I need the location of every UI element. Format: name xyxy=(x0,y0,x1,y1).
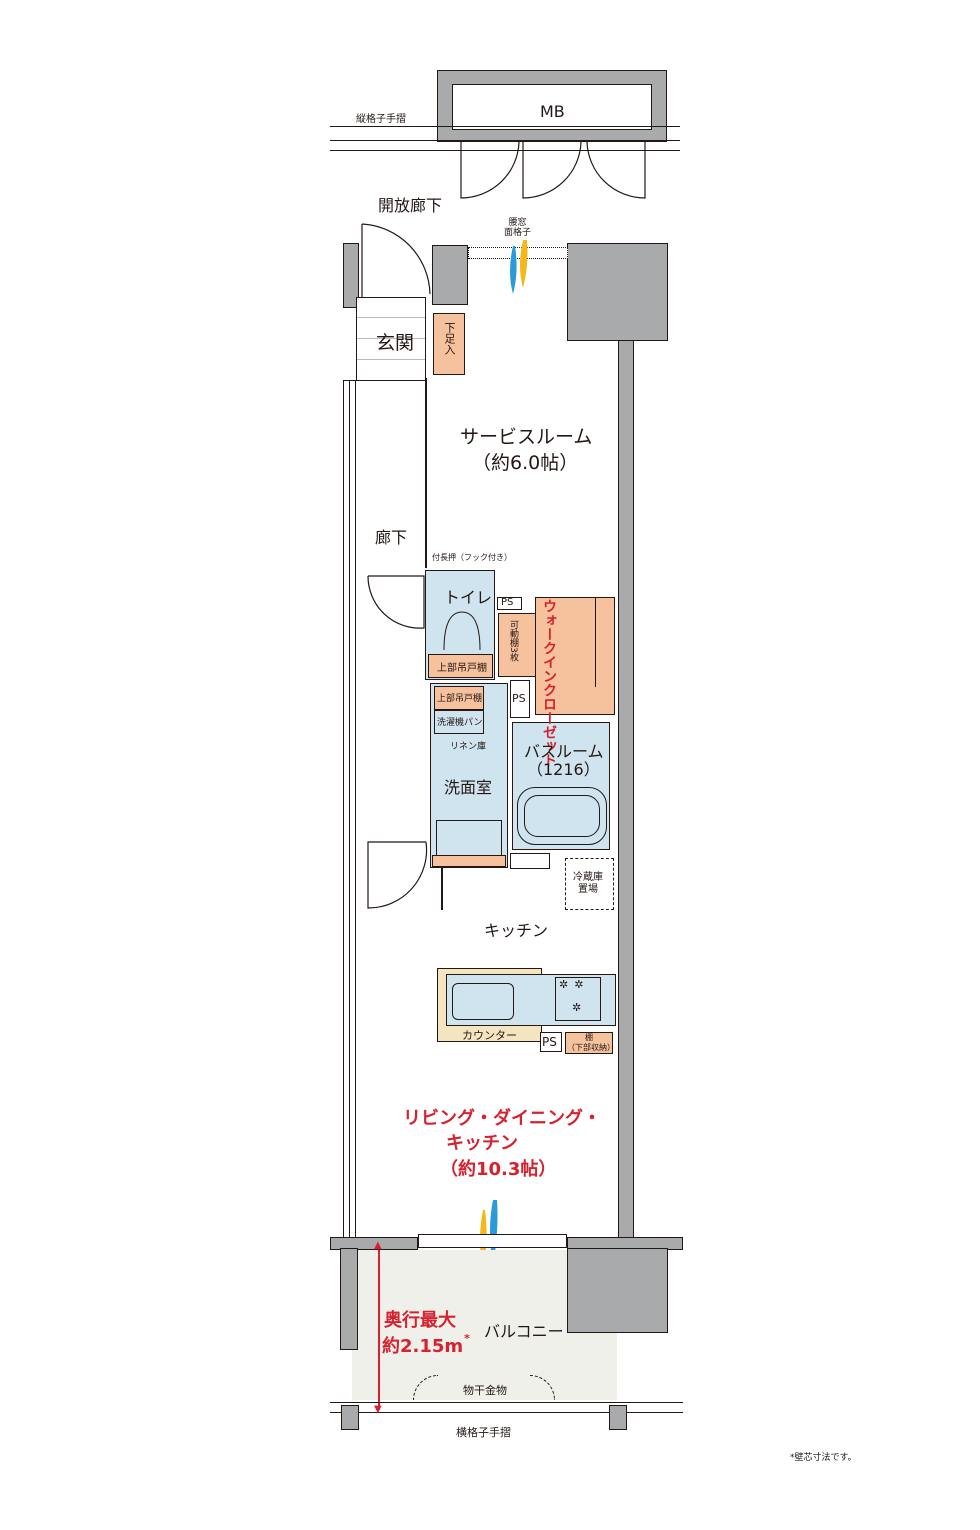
ps-label: PS xyxy=(501,597,514,608)
vertical-railing-label: 縦格子手摺 xyxy=(356,114,406,125)
shelf-line1: 棚 xyxy=(585,1033,593,1042)
waist-window-label: 腰窓 面格子 xyxy=(504,218,531,238)
toilet-label: トイレ xyxy=(444,588,493,607)
entrance-door[interactable] xyxy=(356,222,436,302)
stove-icon xyxy=(555,977,601,1021)
balcony-sash[interactable] xyxy=(418,1234,567,1248)
airflow-icon xyxy=(510,240,528,294)
closet-hook-label: 付長押（フック付き） xyxy=(432,553,512,562)
fridge-label: 冷蔵庫 置場 xyxy=(573,872,603,896)
mb-doors xyxy=(460,141,646,199)
fridge-space xyxy=(565,858,614,910)
entrance-floor xyxy=(356,297,426,381)
shoe-box-label: 下足入 xyxy=(443,322,456,355)
partition xyxy=(441,868,443,910)
bathroom-label: バスルーム xyxy=(524,742,604,761)
linen-label: リネン庫 xyxy=(450,742,487,752)
vanity xyxy=(432,855,506,867)
ldk-label-2: キッチン xyxy=(446,1133,518,1154)
waist-window[interactable] xyxy=(468,247,568,259)
window-line xyxy=(349,380,350,1238)
waist-window-line2: 面格子 xyxy=(504,228,532,238)
toilet-upper-cabinet-label: 上部吊戸棚 xyxy=(437,663,487,674)
fridge-line1: 冷蔵庫 xyxy=(573,872,603,883)
ps-label-2: PS xyxy=(512,692,526,705)
mb-label: MB xyxy=(540,102,565,121)
kitchen-label: キッチン xyxy=(484,921,549,940)
walk-in-closet xyxy=(535,597,615,715)
balcony-label: バルコニー xyxy=(484,1322,564,1341)
vanity-sink xyxy=(436,820,502,856)
hallway-label: 廊下 xyxy=(375,528,408,547)
post-right xyxy=(609,1405,627,1430)
walk-in-closet-label: ウォークインクローゼット xyxy=(541,599,557,767)
wall-top xyxy=(432,245,468,305)
arrow-head-down-icon: ▼ xyxy=(374,1404,382,1415)
bathtub-inner xyxy=(524,795,600,837)
bath-step xyxy=(510,853,550,869)
depth-label: 奥行最大 xyxy=(384,1310,456,1331)
depth-arrow xyxy=(378,1250,380,1410)
horizontal-railing-label: 横格子手摺 xyxy=(456,1426,511,1439)
wall xyxy=(330,1237,418,1250)
mb-box xyxy=(452,84,652,130)
service-room-label: サービスルーム xyxy=(460,426,593,448)
counter-label: カウンター xyxy=(462,1029,517,1042)
waist-window-line1: 腰窓 xyxy=(508,218,527,228)
railing-line xyxy=(330,1402,683,1403)
railing-line xyxy=(330,126,680,127)
toilet-bowl-icon xyxy=(443,611,481,651)
post-left xyxy=(341,1405,359,1430)
washroom-label: 洗面室 xyxy=(444,778,493,797)
bathroom-size: （1216） xyxy=(527,760,600,779)
ps-box-3 xyxy=(540,1032,562,1052)
burner-icon: ✲ xyxy=(572,1001,582,1014)
washroom-door[interactable] xyxy=(356,838,428,912)
bathtub xyxy=(517,787,607,845)
depth-asterisk: * xyxy=(464,1332,470,1345)
washroom xyxy=(430,683,508,868)
pillar-left xyxy=(340,1248,358,1350)
fridge-line2: 置場 xyxy=(578,884,598,895)
shelf-storage xyxy=(565,1032,613,1054)
movable-shelves xyxy=(498,613,538,677)
shoe-box xyxy=(433,313,465,375)
pillar-right xyxy=(567,1248,668,1333)
depth-value-group: 約2.15m* xyxy=(382,1332,470,1358)
open-corridor-label: 開放廊下 xyxy=(378,196,443,215)
railing-line xyxy=(330,150,680,151)
wall-right xyxy=(618,340,634,1238)
wash-upper-cabinet-label: 上部吊戸棚 xyxy=(437,694,483,704)
sink-icon xyxy=(452,983,514,1020)
shelf-line2: （下部収納） xyxy=(567,1043,615,1052)
ps-box-2 xyxy=(510,680,530,718)
wic-shelf-line xyxy=(595,597,596,687)
service-room-size: （約6.0帖） xyxy=(472,452,579,474)
pillar-top-right xyxy=(567,243,668,341)
movable-shelves-label: 可動棚3枚 xyxy=(508,620,518,662)
kitchen-sink-top xyxy=(446,974,616,1026)
railing-line xyxy=(330,140,680,141)
railing-line xyxy=(330,1412,683,1413)
washer-pan xyxy=(434,710,484,734)
ps-box xyxy=(497,597,522,610)
entrance-label: 玄関 xyxy=(376,332,415,354)
washer-pan-label: 洗濯機パン xyxy=(437,718,483,728)
ldk-size: （約10.3帖） xyxy=(440,1159,557,1180)
burner-icon: ✲✲ xyxy=(559,978,590,991)
ps-label-3: PS xyxy=(542,1035,557,1049)
depth-value: 約2.15m xyxy=(382,1336,464,1357)
partition xyxy=(425,378,427,568)
dimension-note: *壁芯寸法です。 xyxy=(790,1453,857,1463)
shelf-storage-label: 棚 （下部収納） xyxy=(567,1033,615,1053)
wall xyxy=(343,243,359,308)
arrow-head-up-icon: ▲ xyxy=(374,1240,382,1251)
wash-upper-cabinet xyxy=(434,686,484,710)
drying-hardware-label: 物干金物 xyxy=(463,1384,507,1397)
toilet-upper-cabinet xyxy=(428,654,493,678)
toilet-door[interactable] xyxy=(366,574,426,630)
ldk-label-1: リビング・ダイニング・ xyxy=(403,1108,601,1129)
